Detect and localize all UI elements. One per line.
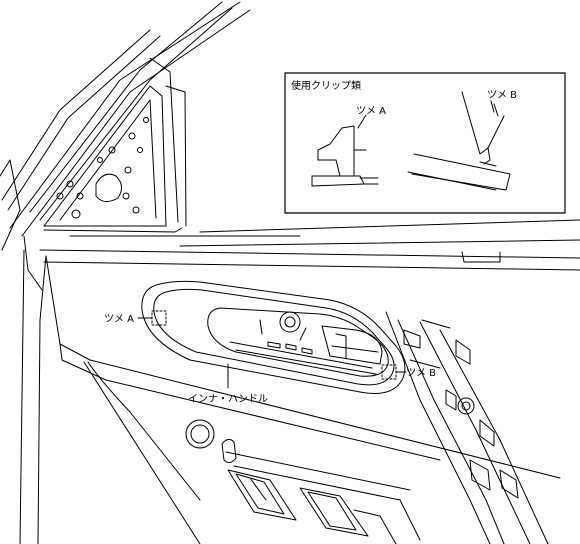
inner-handle-callout: インナ・ハンドル (188, 393, 268, 405)
inset-claw-a-label: ツメ A (356, 106, 386, 117)
claw-b-callout: ツメ B (406, 368, 436, 379)
leader-lines (137, 100, 495, 389)
claw-a-callout: ツメ A (104, 314, 134, 325)
door-trim-panel (19, 249, 561, 544)
mirror-mount-holes (56, 117, 149, 219)
window-switch-panel (185, 419, 421, 544)
inner-handle-bezel (141, 280, 406, 394)
door-belt-line (23, 219, 580, 291)
door-edge-cutaway (385, 311, 549, 544)
door-window-frame (0, 1, 301, 251)
inset-box (284, 72, 566, 214)
inset-title: 使用クリップ類 (291, 79, 361, 92)
inset-claw-b-label: ツメ B (487, 90, 517, 101)
